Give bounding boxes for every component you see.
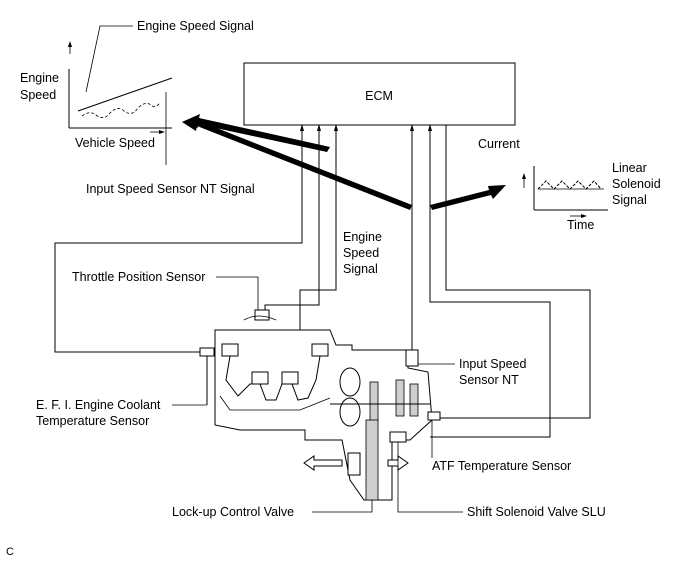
signal-label: Signal — [612, 193, 647, 207]
engine-speed-graph: Engine Speed Signal Engine Speed Vehicle… — [20, 19, 255, 196]
linear-label: Linear — [612, 161, 647, 175]
signal-arrow-to-solenoid-graph — [430, 185, 506, 210]
x-axis-label-time: Time — [567, 218, 594, 232]
engine-speed-signal-title: Engine Speed Signal — [137, 19, 254, 33]
ecm-label: ECM — [365, 89, 393, 103]
engine-speed-signal-label-2: Speed — [343, 246, 379, 260]
signal-arrow-to-graph-2 — [182, 118, 412, 210]
engine-speed-signal-label-3: Signal — [343, 262, 378, 276]
figure-code: C — [6, 546, 14, 558]
current-label: Current — [478, 137, 520, 151]
y-axis-label-engine: Engine — [20, 71, 59, 85]
y-axis-label-speed: Speed — [20, 88, 56, 102]
shift-solenoid-valve-slu-label: Shift Solenoid Valve SLU — [467, 505, 606, 519]
input-speed-nt-signal-label: Input Speed Sensor NT Signal — [86, 182, 255, 196]
linear-solenoid-graph: Current Linear Solenoid Signal Time — [478, 137, 661, 232]
atf-temperature-sensor-label: ATF Temperature Sensor — [432, 459, 571, 473]
engine-speed-signal-label-1: Engine — [343, 230, 382, 244]
solenoid-label: Solenoid — [612, 177, 661, 191]
efi-coolant-label-2: Temperature Sensor — [36, 414, 149, 428]
efi-coolant-label-1: E. F. I. Engine Coolant — [36, 398, 161, 412]
lock-up-control-valve-label: Lock-up Control Valve — [172, 505, 294, 519]
wiring — [54, 124, 591, 438]
throttle-position-sensor-label: Throttle Position Sensor — [72, 270, 205, 284]
transmission-assembly — [199, 309, 441, 501]
signal-arrow-to-graph-1 — [182, 114, 330, 152]
ecm-box — [243, 62, 516, 126]
x-axis-label-vehicle-speed: Vehicle Speed — [75, 136, 155, 150]
input-speed-sensor-nt-label-1: Input Speed — [459, 357, 526, 371]
input-speed-sensor-nt-label-2: Sensor NT — [459, 373, 519, 387]
